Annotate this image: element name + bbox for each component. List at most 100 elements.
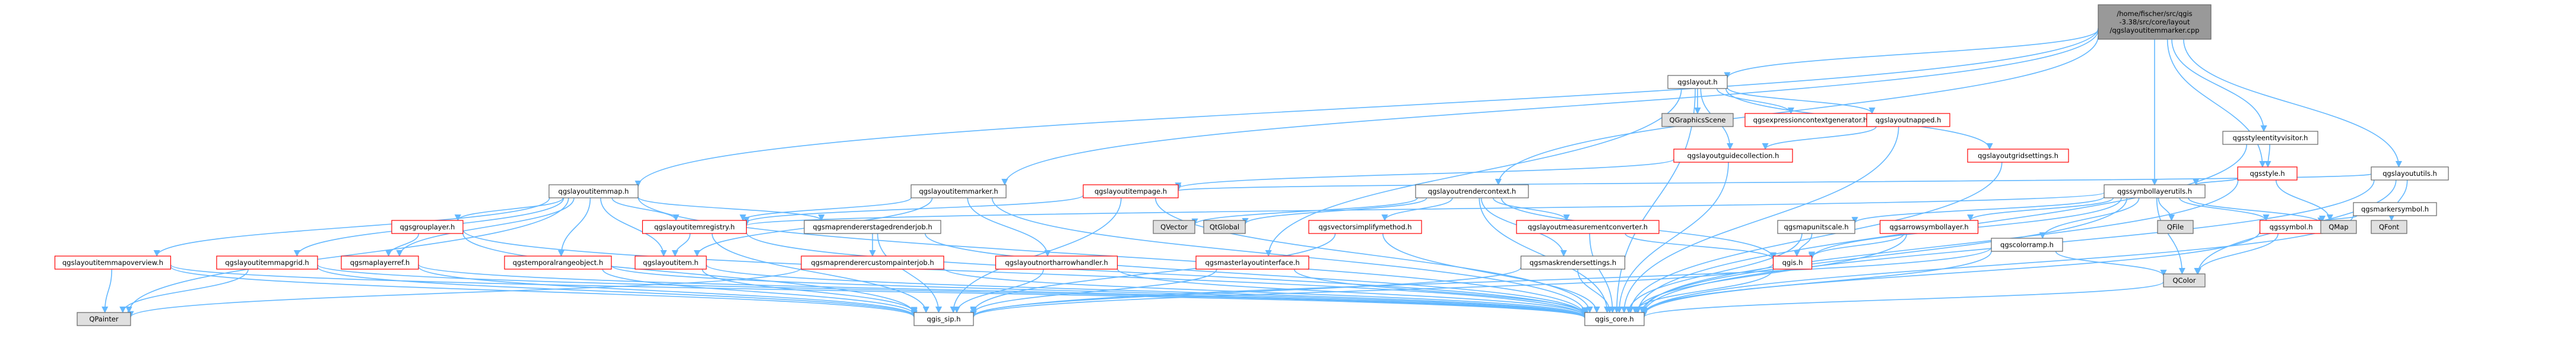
node-qgsmaprenderercustompainterjob_h[interactable]: qgsmaprenderercustompainterjob.h	[801, 255, 944, 270]
edge-qgslayoutguidecollection_h-to-qgslayoutitempage_h	[1175, 159, 1674, 190]
node-qvector[interactable]: QVector	[1153, 220, 1195, 234]
node-qgis_h[interactable]: qgis.h	[1772, 255, 1813, 270]
node-box-qgssymbollayerutils_h	[2104, 184, 2206, 198]
node-box-qgis_sip_h	[913, 312, 974, 326]
node-qgsmarkersymbol_h[interactable]: qgsmarkersymbol.h	[2353, 202, 2437, 216]
node-qfile[interactable]: QFile	[2157, 220, 2194, 234]
node-box-qgslayoutitem_h	[635, 255, 707, 270]
edge-qgslayoutnorthar_h-to-qgis_core_h	[1116, 269, 1588, 317]
node-qgsvectorsimplifymethod_h[interactable]: qgsvectorsimplifymethod.h	[1308, 220, 1422, 234]
node-qgslayout_h[interactable]: qgslayout.h	[1667, 75, 1728, 89]
edge-qgsgrouplayer_h-to-qgis_sip_h	[462, 233, 918, 315]
node-label-qmap: QMap	[2328, 223, 2348, 231]
node-box-qgsvectorsimplifymethod_h	[1308, 220, 1422, 234]
node-qgslayoutnorthar_h[interactable]: qgslayoutnortharrowhandler.h	[995, 255, 1118, 270]
edge-qgssymbollayerutils_h-to-qgis_core_h	[1639, 197, 2128, 314]
node-label-qgslayoututils_h: qgslayoututils.h	[2383, 169, 2437, 178]
node-label-qgsexpressioncontextgenerator_h: qgsexpressioncontextgenerator.h	[1753, 116, 1868, 124]
node-qgis_core_h[interactable]: qgis_core.h	[1584, 312, 1645, 326]
node-label-qgsgrouplayer_h: qgsgrouplayer.h	[400, 223, 455, 231]
node-qfont[interactable]: QFont	[2371, 220, 2407, 234]
node-qgsarrowsymbollayer_h[interactable]: qgsarrowsymbollayer.h	[1879, 220, 1979, 234]
node-label-qpainter: QPainter	[89, 315, 119, 323]
node-qgslayoutitemmapoverview_h[interactable]: qgslayoutitemmapoverview.h	[54, 255, 172, 270]
edge-qgssymbollayerutils_h-to-qcolor	[2156, 197, 2185, 275]
node-qgsgrouplayer_h[interactable]: qgsgrouplayer.h	[391, 220, 464, 234]
node-box-qpainter	[77, 312, 131, 326]
node-box-qgslayoutitemmapgrid_h	[216, 255, 318, 270]
edge-qgssymbollayerutils_h-to-qmap	[2188, 197, 2324, 225]
node-box-qgslayoututils_h	[2371, 166, 2449, 181]
node-qgsmasterlayoutinterface_h[interactable]: qgsmasterlayoutinterface.h	[1195, 255, 1309, 270]
node-qgslayoutitemregistry_h[interactable]: qgslayoutitemregistry.h	[642, 220, 747, 234]
node-label-root: /home/fischer/src/qgis	[2117, 10, 2192, 18]
node-qgstemporalrangeobject_h[interactable]: qgstemporalrangeobject.h	[504, 255, 612, 270]
node-qgssymbollayerutils_h[interactable]: qgssymbollayerutils.h	[2104, 184, 2206, 198]
node-qtglobal[interactable]: QtGlobal	[1203, 220, 1246, 234]
edge-qgsstyleentityvisitor_h-to-qgsstyle_h	[2264, 144, 2272, 168]
node-label-qgsmasterlayoutinterface_h: qgsmasterlayoutinterface.h	[1205, 258, 1299, 267]
node-qpainter[interactable]: QPainter	[77, 312, 131, 326]
edge-qgsmaprendererstagedrenderjob_h-to-qgis_core_h	[924, 233, 1588, 316]
node-box-qgis_h	[1772, 255, 1813, 270]
edge-qgslayoutitemmap_h-to-qgstemporalrangeobject_h	[557, 197, 591, 257]
node-qgslayoutitemmap_h[interactable]: qgslayoutitemmap.h	[548, 184, 639, 198]
node-qgssymbol_h[interactable]: qgssymbol.h	[2259, 220, 2323, 234]
edge-qgsmapunitscale_h-to-qgis_h	[1793, 233, 1813, 257]
node-qgsstyleentityvisitor_h[interactable]: qgsstyleentityvisitor.h	[2222, 131, 2318, 145]
node-qgsstyle_h[interactable]: qgsstyle.h	[2237, 166, 2298, 181]
edge-qgslayoutitemmapgrid_h-to-qpainter	[119, 269, 249, 314]
edge-qcolor-to-qgis_core_h	[1641, 281, 2164, 318]
node-qgslayoutguidecollection_h[interactable]: qgslayoutguidecollection.h	[1673, 149, 1793, 163]
node-label-qgslayoutitem_h: qgslayoutitem.h	[643, 258, 698, 267]
node-qgslayoutitempage_h[interactable]: qgslayoutitempage.h	[1083, 184, 1179, 198]
node-box-qgslayoutrendercontext_h	[1415, 184, 1529, 198]
edge-qgslayoutundostack-to-qgslayoutguidecollection_h	[1762, 126, 1877, 150]
node-label-qgslayoutitemmarker_h: qgslayoutitemmarker.h	[919, 187, 998, 195]
node-label-root: -3.38/src/core/layout	[2120, 18, 2190, 26]
node-box-qgslayoutitemmapoverview_h	[54, 255, 172, 270]
edge-qgsmaplayerref_h-to-qgis_sip_h	[418, 266, 918, 317]
edge-qgslayoutnorthar_h-to-qgis_sip_h	[953, 269, 1044, 314]
node-qgslayoutitemmapgrid_h[interactable]: qgslayoutitemmapgrid.h	[216, 255, 318, 270]
edge-qgssymbollayerutils_h-to-qfile	[2158, 197, 2175, 222]
node-box-qfont	[2371, 220, 2407, 234]
node-box-qgsstyleentityvisitor_h	[2222, 131, 2318, 145]
edge-qgslayoutrendercontext_h-to-qgslayoutmeasurementconverter_h	[1492, 197, 1570, 222]
edge-qgslayoutitemmarker_h-to-qgslayoutnorthar_h	[967, 197, 1051, 257]
node-label-qgslayoutundostack: qgslayoutnapped.h	[1876, 116, 1941, 124]
node-qcolor[interactable]: QColor	[2163, 273, 2206, 288]
node-qgslayoutitemmarker_h[interactable]: qgslayoutitemmarker.h	[911, 184, 1007, 198]
node-box-qgsstyle_h	[2237, 166, 2298, 181]
edge-root-to-qgslayoutrendercontext_h	[1495, 36, 2099, 186]
node-qgslayoutrendercontext_h[interactable]: qgslayoutrendercontext.h	[1415, 184, 1529, 198]
node-qgslayoututils_h[interactable]: qgslayoututils.h	[2371, 166, 2449, 181]
node-label-qgsmaskrendersettings_h: qgsmaskrendersettings.h	[1530, 258, 1616, 267]
node-label-qvector: QVector	[1160, 223, 1188, 231]
node-qgsmaskrendersettings_h[interactable]: qgsmaskrendersettings.h	[1520, 255, 1626, 270]
dependency-edges	[101, 28, 2408, 319]
node-qgslayoutgridsettings_h[interactable]: qgslayoutgridsettings.h	[1967, 149, 2069, 163]
edge-qgis_h-to-qgis_sip_h	[970, 263, 1774, 318]
node-root[interactable]: /home/fischer/src/qgis-3.38/src/core/lay…	[2098, 4, 2212, 40]
node-box-qgslayoutundostack	[1866, 113, 1950, 127]
node-qgslayoutundostack[interactable]: qgslayoutnapped.h	[1866, 113, 1950, 127]
node-qgsmaprendererstagedrenderjob_h[interactable]: qgsmaprendererstagedrenderjob.h	[804, 220, 941, 234]
node-label-qgsmarkersymbol_h: qgsmarkersymbol.h	[2361, 205, 2429, 213]
edge-qgslayoutitemmapoverview_h-to-qgis_sip_h	[170, 266, 918, 318]
node-qgraphicsscene[interactable]: QGraphicsScene	[1661, 113, 1734, 127]
edge-root-to-qgslayoutitemmarker_h	[1001, 30, 2099, 186]
node-qgscolorramp_h[interactable]: qgscolorramp.h	[1991, 238, 2063, 252]
node-qgsmapunitscale_h[interactable]: qgsmapunitscale.h	[1777, 220, 1855, 234]
node-qgslayoutmeasurementconverter_h[interactable]: qgslayoutmeasurementconverter.h	[1516, 220, 1660, 234]
node-box-qgsgrouplayer_h	[391, 220, 464, 234]
node-qgsmaplayerref_h[interactable]: qgsmaplayerref.h	[341, 255, 419, 270]
node-qmap[interactable]: QMap	[2320, 220, 2357, 234]
node-qgslayoutitem_h[interactable]: qgslayoutitem.h	[635, 255, 707, 270]
edge-qgsgrouplayer_h-to-qgsmaplayerref_h	[385, 233, 420, 257]
edge-qgssymbollayerutils_h-to-qgscolorramp_h	[2039, 197, 2140, 239]
node-qgsexpressioncontextgenerator_h[interactable]: qgsexpressioncontextgenerator.h	[1744, 113, 1876, 127]
node-label-qgraphicsscene: QGraphicsScene	[1670, 116, 1726, 124]
node-qgis_sip_h[interactable]: qgis_sip.h	[913, 312, 974, 326]
